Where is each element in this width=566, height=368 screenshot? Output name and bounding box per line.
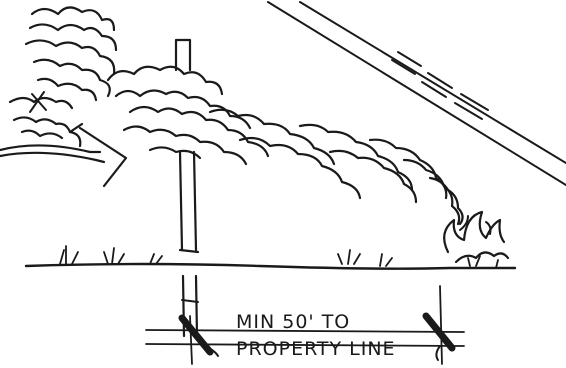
smoke-cloud-left <box>10 7 116 146</box>
wind-arrow <box>0 124 126 186</box>
property-post <box>176 40 198 336</box>
dimension-tick-left <box>182 318 218 356</box>
ground-line <box>26 246 515 269</box>
annotation-line-1: MIN 50' TO <box>236 311 350 333</box>
annotation-line-2: PROPERTY LINE <box>236 338 396 360</box>
dimension-tick-right <box>426 316 452 360</box>
fire <box>444 212 508 262</box>
smoke-plume <box>108 67 463 224</box>
